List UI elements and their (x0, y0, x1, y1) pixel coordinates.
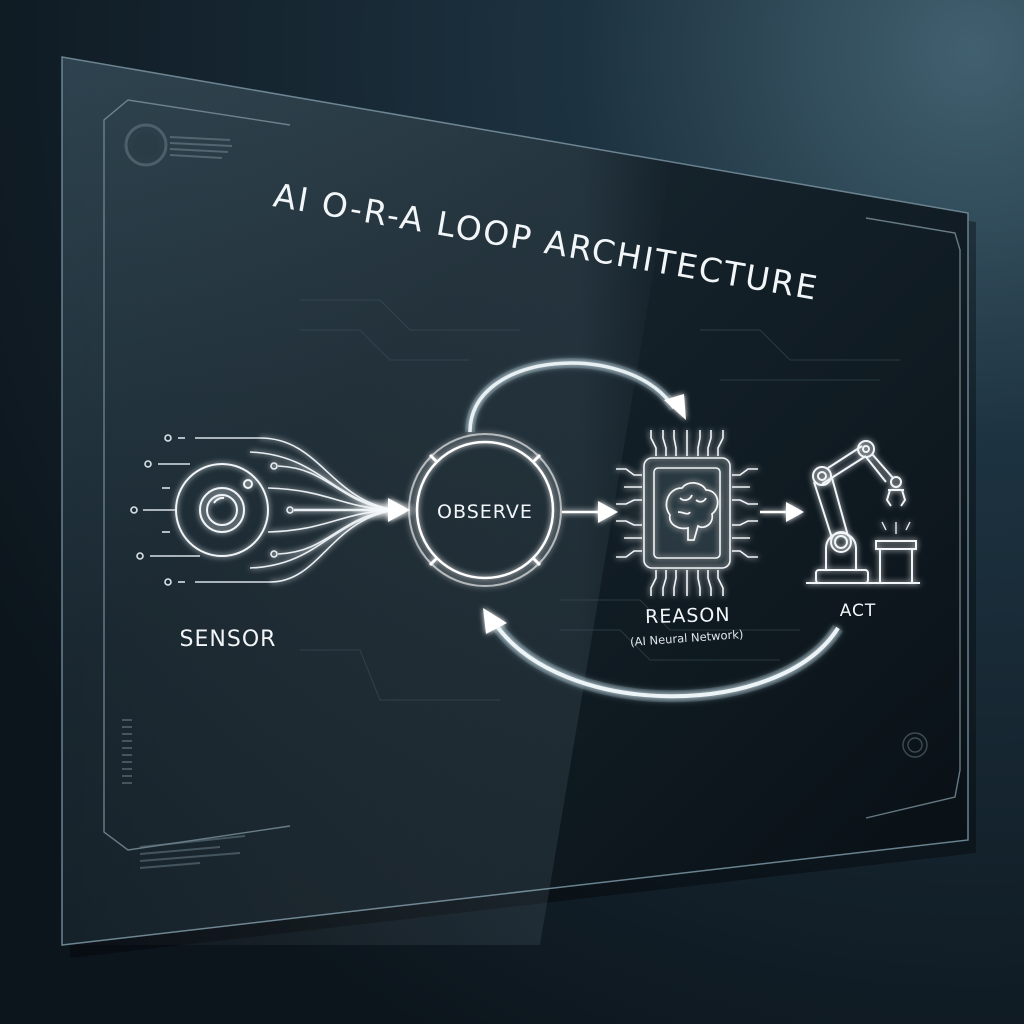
arrow-sensor-to-observe-icon (388, 498, 410, 522)
brain-chip-icon (616, 430, 758, 596)
hud-text-lines (169, 136, 233, 159)
arrow-observe-to-reason (562, 501, 618, 523)
sensor-node[interactable]: SENSOR (130, 434, 420, 652)
reason-node[interactable]: REASON (AI Neural Network) (610, 430, 760, 649)
ring-circle-icon (408, 433, 562, 587)
chip-pins (616, 430, 758, 596)
hud-ring-icon (902, 732, 928, 758)
reason-label: REASON (645, 604, 731, 628)
sensor-input-lines (130, 434, 270, 586)
act-label: ACT (840, 601, 877, 621)
brain-icon (665, 482, 719, 541)
observe-label: OBSERVE (437, 501, 533, 523)
upper-feedback-arc (465, 358, 686, 433)
arrow-reason-to-act (760, 502, 804, 522)
act-node[interactable]: ACT (806, 440, 920, 621)
arrowhead-icon (664, 394, 686, 420)
hud-ticks (122, 719, 246, 869)
observe-node[interactable]: OBSERVE (408, 433, 562, 587)
sensor-label: SENSOR (180, 627, 277, 652)
glass-panel (61, 56, 976, 958)
arrow-right-icon (598, 501, 618, 523)
robotic-arm-icon (806, 440, 920, 584)
hud-frame (103, 99, 961, 869)
arrow-right-icon (786, 502, 804, 522)
lower-feedback-arc (483, 608, 844, 703)
camera-sensor-icon (175, 463, 269, 557)
arrowhead-icon (483, 608, 507, 634)
hud-dial-icon (124, 123, 168, 167)
circuit-traces (300, 299, 900, 701)
